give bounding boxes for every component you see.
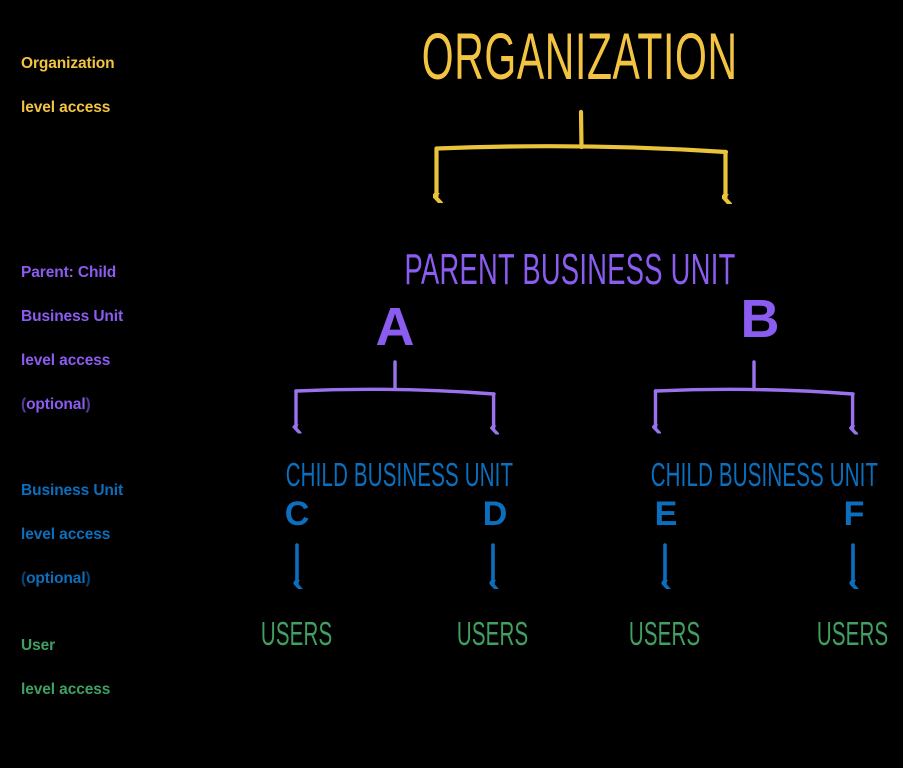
letter-e-text: E — [654, 495, 678, 533]
node-child-business-unit-left: CHILD BUSINESS UNIT — [0, 456, 903, 494]
node-parent-business-unit-label: PARENT BUSINESS UNIT — [404, 245, 736, 294]
level-label-parent-optional: (optional) — [21, 396, 91, 413]
node-users-3: USERS — [565, 615, 765, 653]
node-parent-business-unit-letter-b: B — [730, 288, 790, 350]
node-parent-business-unit: PARENT BUSINESS UNIT — [0, 245, 903, 295]
level-label-organization-line1: Organization — [21, 55, 115, 72]
level-label-parent-line3: level access — [21, 352, 111, 369]
node-users-4: USERS — [753, 615, 903, 653]
edge-parentA-to-children — [296, 360, 494, 428]
level-label-parent-line1: Parent: Child — [21, 264, 117, 281]
level-label-organization: Organization level access — [21, 31, 221, 141]
node-child-business-unit-right-label: CHILD BUSINESS UNIT — [650, 456, 878, 493]
letter-f-text: F — [843, 495, 865, 533]
level-label-user: User level access — [21, 613, 221, 723]
node-users-1: USERS — [197, 615, 397, 653]
letter-a-text: A — [375, 297, 415, 357]
letter-d-text: D — [482, 495, 508, 533]
node-child-business-unit-letter-d: D — [470, 495, 520, 534]
level-label-business-unit-line1: Business Unit — [21, 482, 124, 499]
letter-b-text: B — [740, 289, 780, 349]
node-users-1-label: USERS — [261, 615, 333, 652]
node-child-business-unit-letter-f: F — [829, 495, 879, 534]
level-label-parent-business-unit: Parent: Child Business Unit level access… — [21, 240, 221, 438]
edge-children-to-users — [297, 543, 853, 583]
node-child-business-unit-letter-c: C — [272, 495, 322, 534]
level-label-organization-line2: level access — [21, 99, 111, 116]
node-parent-business-unit-letter-a: A — [365, 296, 425, 358]
node-users-2-label: USERS — [457, 615, 529, 652]
edge-parentB-to-children — [656, 360, 854, 428]
level-label-user-line1: User — [21, 637, 56, 654]
level-label-parent-line2: Business Unit — [21, 308, 124, 325]
edge-organization-to-parents — [437, 109, 727, 197]
node-users-2: USERS — [393, 615, 593, 653]
node-organization-label: ORGANIZATION — [422, 19, 738, 93]
level-label-business-unit-line2: level access — [21, 526, 111, 543]
letter-c-text: C — [284, 495, 310, 533]
node-users-4-label: USERS — [817, 615, 889, 652]
node-users-3-label: USERS — [629, 615, 701, 652]
node-child-business-unit-letter-e: E — [641, 495, 691, 534]
node-organization: ORGANIZATION — [0, 18, 903, 94]
level-label-business-unit: Business Unit level access (optional) — [21, 458, 221, 612]
node-child-business-unit-right: CHILD BUSINESS UNIT — [249, 456, 903, 494]
level-label-user-line2: level access — [21, 681, 111, 698]
node-child-business-unit-left-label: CHILD BUSINESS UNIT — [285, 456, 513, 493]
level-label-business-unit-optional: (optional) — [21, 570, 91, 587]
